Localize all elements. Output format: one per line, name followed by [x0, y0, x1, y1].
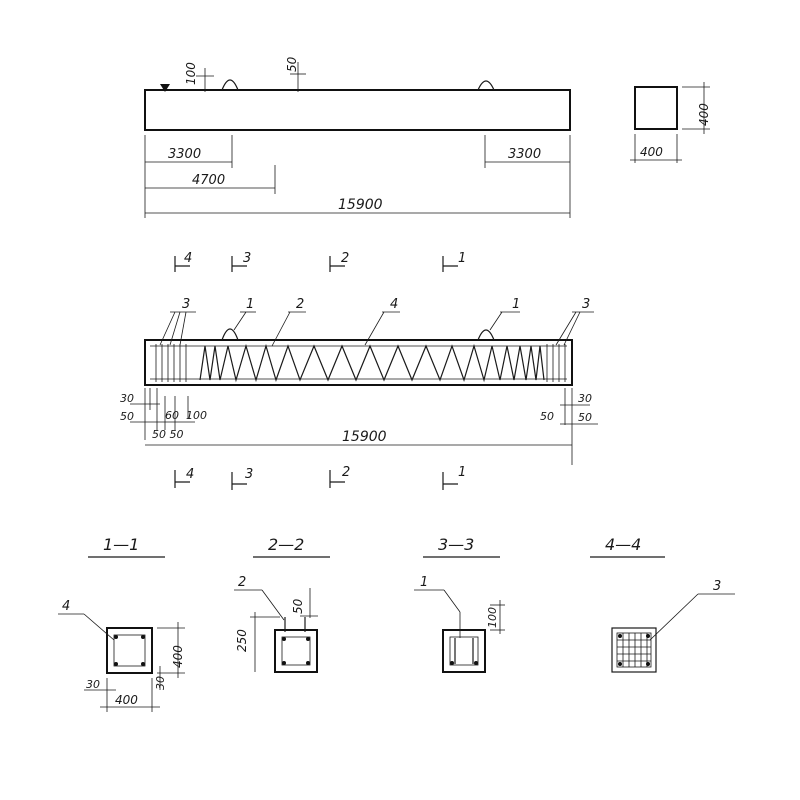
end-view-height: 400: [697, 103, 711, 126]
reference-triangle-icon: [160, 84, 170, 92]
dim-50-left: 50: [120, 410, 134, 423]
section-mark-3-top: 3: [243, 251, 251, 266]
section-2-2-outline: [274, 629, 318, 673]
callout-3-right: 3: [582, 297, 590, 312]
section-marks-bottom: 4 3 2 1: [174, 465, 466, 490]
callout-2: 2: [296, 297, 304, 312]
section-2-2-dim-top: 50: [291, 598, 305, 614]
callout-1-right: 1: [512, 297, 520, 312]
section-1-1-dim-30a: 30: [86, 678, 100, 691]
end-view-square: [634, 86, 678, 130]
section-4-4-title: 4—4: [605, 535, 641, 554]
section-4-4: 4—4 3: [590, 535, 735, 673]
section-2-2-callout: 2: [238, 575, 246, 590]
section-3-3-outline: [442, 629, 486, 673]
beam-outline: [144, 89, 571, 131]
section-3-3: 3—3 1 100: [414, 535, 505, 673]
dim-50-right: 50: [540, 410, 554, 423]
dim-30-right: 30: [578, 392, 592, 405]
end-mesh-left: [155, 344, 187, 382]
section-1-1-outline: [106, 627, 153, 674]
section-1-1-callout: 4: [62, 599, 70, 614]
section-1-1-title: 1—1: [103, 535, 139, 554]
dim-15900-bottom: 15900: [342, 429, 387, 445]
callout-3-left: 3: [182, 297, 190, 312]
lifting-loop-right: [477, 80, 495, 91]
section-marks-top: 4 3 2 1: [174, 251, 466, 272]
section-1-1: 1—1 4 400 400 30 30: [58, 535, 185, 712]
dim-3300-left: 3300: [168, 147, 201, 162]
section-2-2-dim-side: 250: [235, 629, 249, 652]
dim-30-left: 30: [120, 392, 134, 405]
section-1-1-dim-w: 400: [115, 693, 138, 707]
section-mark-2-bottom: 2: [342, 465, 350, 480]
section-mark-1-top: 1: [458, 251, 466, 266]
end-view: 400 400: [630, 82, 711, 163]
section-3-3-callout: 1: [420, 575, 428, 590]
beam-elevation: 100 50 3300 3300 4700 15900: [144, 56, 571, 218]
lifting-loop-left: [221, 79, 239, 91]
section-4-4-outline: [611, 627, 657, 673]
reinforcement-loop-left: [221, 328, 239, 341]
dim-50-right-b: 50: [578, 411, 592, 424]
end-mesh-right: [546, 344, 566, 382]
spiral-reinforcement: [199, 343, 545, 383]
section-mark-4-top: 4: [184, 251, 192, 266]
dim-50-50: 50 50: [152, 428, 184, 441]
reinforcement-loop-right: [477, 329, 495, 341]
section-4-4-callout: 3: [713, 579, 721, 594]
dim-60: 60: [165, 409, 179, 422]
callout-1-left: 1: [246, 297, 254, 312]
section-2-2-title: 2—2: [268, 535, 304, 554]
dim-100-small: 100: [186, 409, 207, 422]
section-1-1-dim-30b: 30: [154, 676, 167, 690]
dim-3300-right: 3300: [508, 147, 541, 162]
dim-50: 50: [285, 56, 299, 72]
section-1-1-dim-h: 400: [171, 645, 185, 668]
section-mark-1-bottom: 1: [458, 465, 466, 480]
section-2-2: 2—2 2 50 250: [234, 535, 330, 673]
section-3-3-title: 3—3: [438, 535, 474, 554]
end-view-width: 400: [640, 145, 663, 159]
reinforcement-beam-outline: [144, 339, 573, 386]
callout-4: 4: [390, 297, 398, 312]
reinforcement-view: 3 1 2 4 1 3 30 50 60 100 50 50: [120, 297, 598, 465]
section-mark-3-bottom: 3: [245, 467, 253, 482]
section-mark-2-top: 2: [341, 251, 349, 266]
dim-15900-top: 15900: [338, 197, 383, 213]
section-mark-4-bottom: 4: [186, 467, 194, 482]
dim-100: 100: [184, 62, 198, 85]
dim-4700: 4700: [192, 173, 225, 188]
section-3-3-dim-top: 100: [486, 607, 499, 628]
